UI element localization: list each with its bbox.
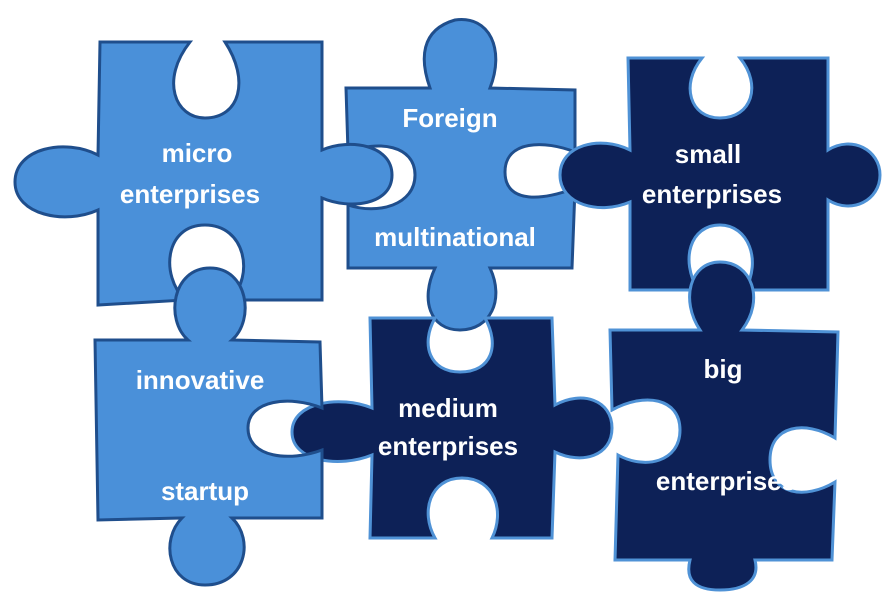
label-small-line2: enterprises	[642, 179, 782, 209]
piece-micro	[13, 40, 394, 307]
label-big-line1: big	[704, 354, 743, 384]
label-foreign-line2: multinational	[374, 222, 536, 252]
piece-innovative	[93, 266, 324, 587]
piece-big	[608, 260, 840, 592]
label-small-line1: small	[675, 139, 742, 169]
label-innovative-line1: innovative	[136, 365, 265, 395]
label-innovative-line2: startup	[161, 476, 249, 506]
label-foreign-line1: Foreign	[402, 103, 497, 133]
piece-small	[558, 56, 882, 292]
label-big-line2: enterprises	[656, 466, 796, 496]
label-micro-line2: enterprises	[120, 179, 260, 209]
label-medium-line2: enterprises	[378, 431, 518, 461]
label-medium-line1: medium	[398, 393, 498, 423]
piece-medium	[290, 316, 614, 540]
label-micro-line1: micro	[162, 138, 233, 168]
